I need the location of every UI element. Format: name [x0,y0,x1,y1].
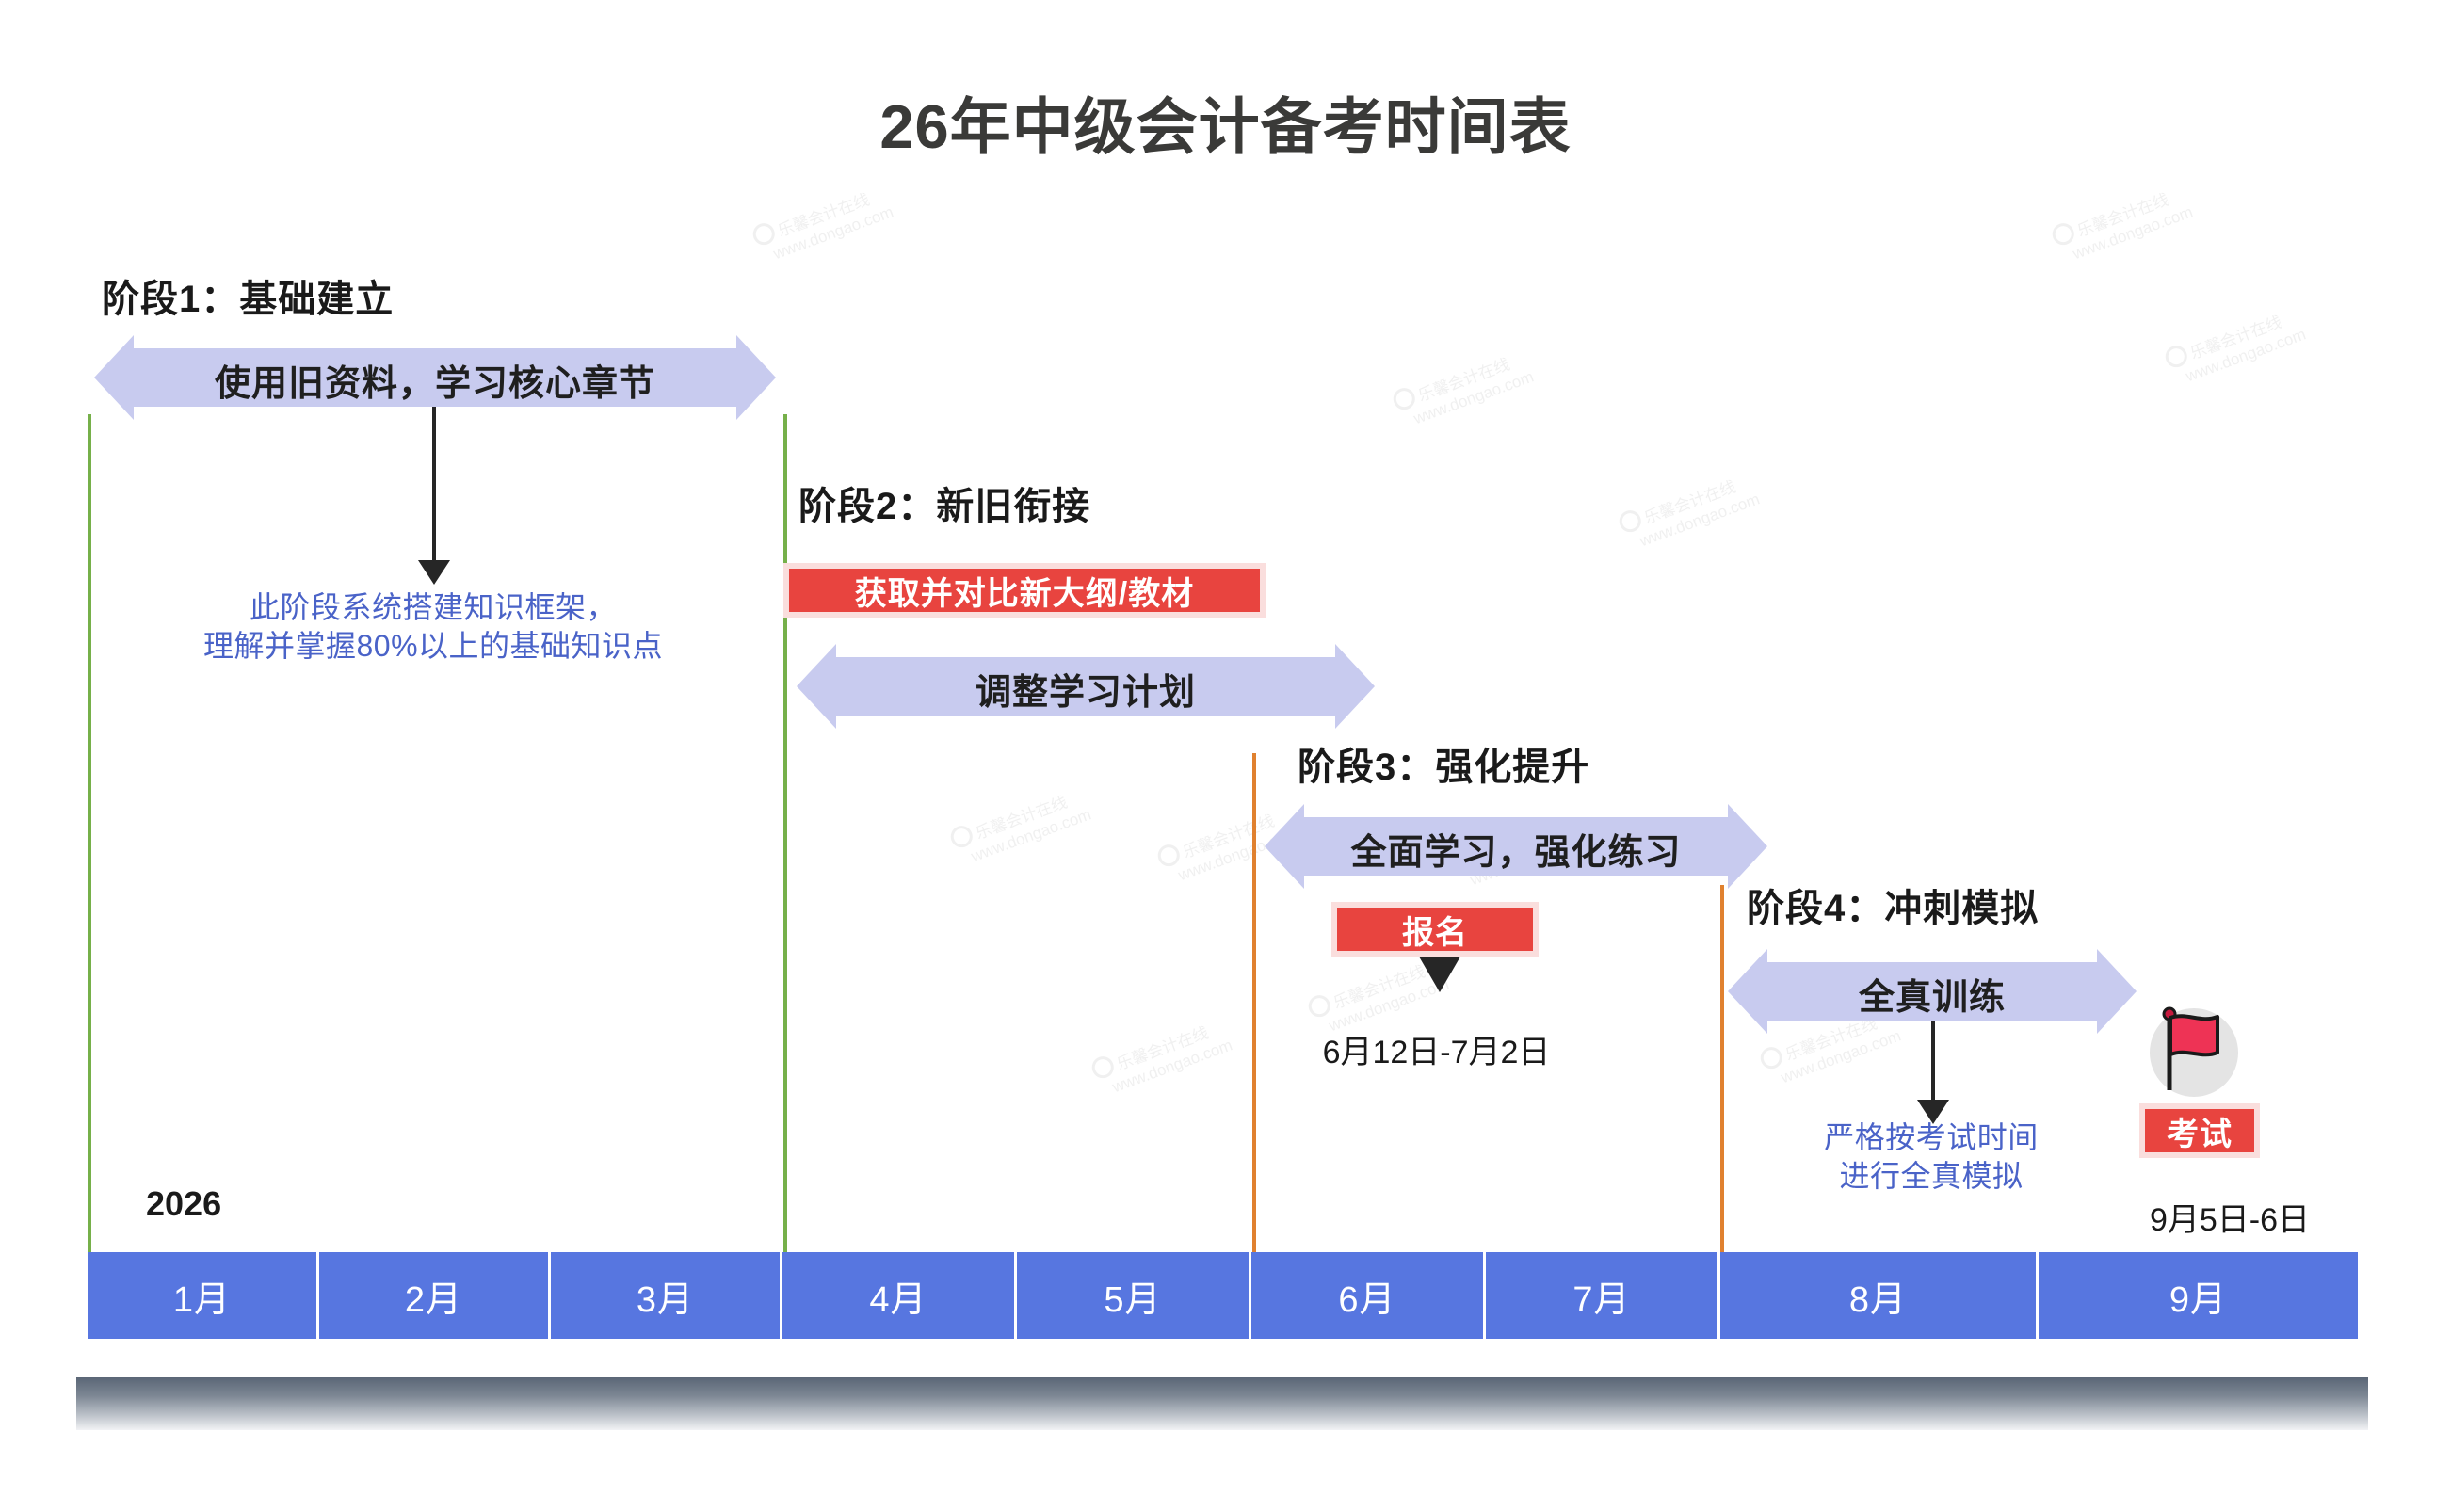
phase-1-connector-arrowhead [418,560,450,585]
phase-4-connector-arrowhead [1917,1100,1949,1124]
year-label: 2026 [146,1184,222,1223]
phase-3-connector-arrowhead [1419,957,1460,992]
phase-4-heading: 阶段4：冲刺模拟 [1747,888,2040,929]
watermark: 乐馨会计在线 www.dongao.com [1616,467,1763,555]
phase-4-arrow-label: 全真训练 [1858,977,2006,1018]
phase-2-heading: 阶段2：新旧衔接 [798,486,1091,527]
page-title: 26年中级会计备考时间表 [879,92,1572,161]
month-axis: 1月 2月 3月 4月 5月 6月 7月 8月 9月 [88,1252,2358,1339]
phase-3-badge: 报名 [1331,902,1539,957]
month-cell-9[interactable]: 9月 [2039,1252,2358,1339]
phase-4-arrow: 全真训练 [1767,962,2097,1021]
phase-3-date-caption: 6月12日-7月2日 [1322,1035,1551,1070]
month-cell-4[interactable]: 4月 [782,1252,1017,1339]
phase-2-arrow: 调整学习计划 [836,657,1335,716]
exam-badge: 考试 [2139,1103,2260,1158]
phase-2-arrow-label: 调整学习计划 [975,672,1196,713]
month-cell-6[interactable]: 6月 [1251,1252,1486,1339]
phase-3-heading: 阶段3：强化提升 [1298,747,1590,788]
phase-4-connector-line [1931,1021,1935,1102]
watermark: 乐馨会计在线 www.dongao.com [2049,180,2196,268]
month-cell-5[interactable]: 5月 [1017,1252,1251,1339]
phase-2-badge: 获取并对比新大纲/教材 [783,563,1266,618]
exam-flag-icon [2142,1001,2246,1104]
month-cell-7[interactable]: 7月 [1486,1252,1720,1339]
month-cell-8[interactable]: 8月 [1720,1252,2039,1339]
watermark: 乐馨会计在线 www.dongao.com [750,180,896,268]
phase-3-arrow-label: 全面学习，强化练习 [1350,832,1682,873]
month-cell-3[interactable]: 3月 [551,1252,782,1339]
phase-divider-line-2 [783,414,787,1252]
watermark: 乐馨会计在线 www.dongao.com [1390,345,1537,433]
watermark: 乐馨会计在线 www.dongao.com [947,782,1094,871]
watermark: 乐馨会计在线 www.dongao.com [1088,1013,1235,1102]
phase-3-arrow: 全面学习，强化练习 [1304,817,1728,876]
exam-date-caption: 9月5日-6日 [2149,1202,2311,1238]
month-cell-2[interactable]: 2月 [319,1252,551,1339]
bottom-gradient-strip [76,1377,2368,1430]
phase-divider-line-4 [1720,885,1724,1252]
phase-1-note: 此阶段系统搭建知识框架， 理解并掌握80%以上的基础知识点 [202,590,664,663]
phase-1-arrow: 使用旧资料，学习核心章节 [134,348,736,407]
phase-4-note: 严格按考试时间 进行全真模拟 [1824,1120,2039,1193]
phase-divider-line-1 [88,414,91,1252]
phase-1-connector-line [432,407,436,562]
phase-1-arrow-label: 使用旧资料，学习核心章节 [214,363,655,404]
phase-divider-line-3 [1252,753,1256,1252]
month-cell-1[interactable]: 1月 [88,1252,319,1339]
phase-1-heading: 阶段1：基础建立 [102,279,395,320]
watermark: 乐馨会计在线 www.dongao.com [2162,302,2309,391]
